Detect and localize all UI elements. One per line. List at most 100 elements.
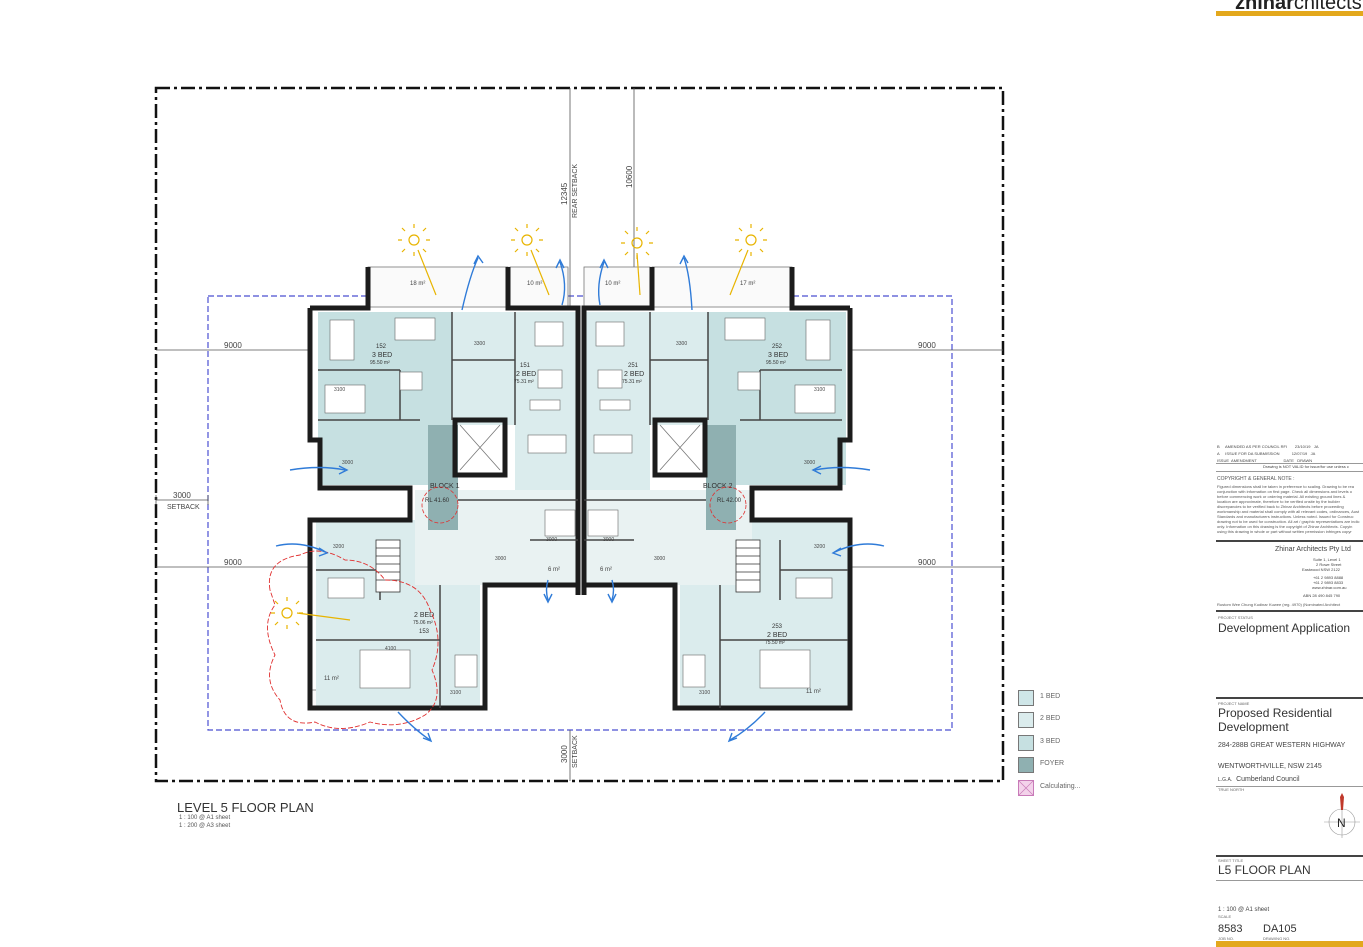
room-dim: 3000	[603, 537, 614, 543]
north-letter: N	[1337, 816, 1346, 830]
room-dim: 3300	[676, 341, 687, 347]
plan-title: LEVEL 5 FLOOR PLAN	[177, 800, 314, 815]
drawing-number: DA105	[1263, 923, 1297, 935]
legend-swatch	[1018, 780, 1034, 796]
copyright-line: conjunction with information on first pa…	[1217, 489, 1352, 494]
lifts	[459, 424, 701, 471]
title-block: zhinarchitects B AMENDED AS PER COUNCIL …	[1213, 0, 1363, 947]
balcony-label: 6 m²	[600, 567, 612, 573]
unit-152-id: 152	[376, 344, 387, 350]
balcony-label: 11 m²	[324, 676, 339, 682]
firm-logo: zhinarchitects	[1235, 0, 1362, 15]
ventilation-arrows	[275, 254, 885, 743]
nominated-architect: Rustom Wee Chung Kudinar Kuwee (reg. 497…	[1217, 602, 1341, 607]
unit-151-area: 75.31 m²	[514, 379, 534, 385]
sheet-title-label: SHEET TITLE	[1218, 858, 1244, 863]
firm-address: Suite 1, Level 1	[1313, 557, 1341, 562]
sun-icon	[511, 224, 550, 296]
unit-253-area: 75.50 m²	[765, 640, 785, 646]
divider	[1216, 471, 1363, 472]
balcony-label: 17 m²	[740, 281, 755, 287]
rev-desc: ISSUE FOR DA SUBMISSION	[1225, 451, 1280, 456]
stairs	[375, 539, 761, 593]
unit-151-id: 151	[520, 363, 531, 369]
room-dim: 3000	[546, 537, 557, 543]
copyright-line: before commencing work or ordering mater…	[1217, 494, 1346, 499]
block-1-name: BLOCK 1	[430, 483, 460, 490]
legend-label: 3 BED	[1040, 738, 1061, 745]
balcony-label: 6 m²	[548, 567, 560, 573]
revision-header: ISSUE AMENDMENT DATE DRAWN	[1217, 458, 1312, 463]
firm-abn: ABN 28 490 845 790	[1303, 593, 1341, 598]
copyright-heading: COPYRIGHT & GENERAL NOTE :	[1217, 476, 1295, 482]
rev-desc: AMENDED AS PER COUNCIL RFI	[1225, 444, 1288, 449]
job-number: 8583	[1218, 923, 1243, 935]
unit-153-id: 153	[419, 629, 430, 635]
copyright-line: Figured dimensions shall be taken in pre…	[1217, 484, 1354, 489]
project-name: Proposed Residential	[1218, 706, 1333, 720]
firm-address: 2 Rowe Street	[1316, 562, 1342, 567]
rev-id: B	[1217, 444, 1220, 449]
unit-152-type: 3 BED	[372, 352, 392, 359]
sun-icon	[729, 224, 767, 296]
sun-icon	[271, 597, 351, 629]
dim-rear-value: 12345	[560, 182, 569, 205]
calculating-cloud	[267, 550, 439, 729]
room-dim: 3100	[814, 387, 825, 393]
project-name: Development	[1218, 720, 1289, 734]
unit-251-type: 2 BED	[624, 371, 644, 378]
unit-152-area: 95.50 m²	[370, 360, 390, 366]
divider	[1216, 540, 1363, 542]
dim-side-setback-value: 3000	[173, 491, 191, 500]
plan-scale-a3: 1 : 200 @ A3 sheet	[179, 823, 231, 829]
balcony-label: 10 m²	[605, 281, 620, 287]
block-1-rl: RL 41.60	[425, 498, 450, 504]
logo-bar	[1216, 11, 1363, 16]
building-walls	[307, 267, 853, 711]
rev-by: JA	[1313, 444, 1319, 449]
copyright-line: location are approximate, therefore to b…	[1217, 499, 1340, 504]
site-address: 284-288B GREAT WESTERN HIGHWAY	[1218, 742, 1346, 749]
balcony-labels: 18 m² 10 m² 10 m² 17 m² 11 m² 11 m² 6 m²…	[324, 281, 821, 695]
unit-251-area: 75.31 m²	[622, 379, 642, 385]
dim-bottom-label: SETBACK	[572, 735, 579, 768]
project-name-label: PROJECT NAME	[1218, 701, 1250, 706]
copyright-line: discrepancies to be verified back to Zhi…	[1217, 504, 1344, 509]
legend-label: 2 BED	[1040, 715, 1061, 722]
job-label: JOB No.	[1218, 936, 1235, 941]
unit-153-area: 75.06 m²	[413, 620, 433, 626]
sun-icon	[621, 227, 653, 296]
project-status-label: PROJECT STATUS	[1218, 615, 1253, 620]
lga-label: L.G.A.	[1218, 777, 1233, 783]
logo-light: chitects	[1293, 0, 1362, 14]
drawing-note: Drawing is NOT VALID for issue/for use u…	[1263, 464, 1349, 469]
copyright-line: using this drawing in whole or part with…	[1217, 529, 1352, 534]
balcony-label: 11 m²	[806, 689, 821, 695]
legend-swatch	[1018, 735, 1034, 751]
dim-rear-label: REAR SETBACK	[572, 164, 579, 218]
legend-label: FOYER	[1040, 760, 1065, 767]
room-dim: 3000	[342, 460, 353, 466]
firm-phone: +61 2 9893 8833	[1313, 580, 1344, 585]
copyright-line: only. Information on this drawing is the…	[1217, 524, 1353, 529]
hatch-icon	[1018, 780, 1034, 796]
balcony-label: 18 m²	[410, 281, 425, 287]
room-dim: 3000	[654, 556, 665, 562]
revision-row: A ISSUE FOR DA SUBMISSION 12/07/19 JA	[1217, 451, 1315, 456]
rev-id: ISSUE	[1217, 458, 1230, 463]
copyright-line: Standards and manufacturers instructions…	[1217, 514, 1354, 519]
rev-date: 23/10/19	[1294, 444, 1311, 449]
firm-phone: +61 2 9893 8888	[1313, 575, 1344, 580]
north-arrow-icon: N	[1324, 793, 1360, 838]
block-2-name: BLOCK 2	[703, 483, 733, 490]
divider	[1216, 697, 1363, 699]
legend-label: 1 BED	[1040, 693, 1061, 700]
divider	[1216, 786, 1363, 787]
sheet-title: L5 FLOOR PLAN	[1218, 863, 1311, 877]
dim-rear-right-value: 10600	[625, 165, 634, 188]
unit-252-id: 252	[772, 344, 783, 350]
room-dim: 4100	[385, 646, 396, 652]
room-dim: 3200	[333, 544, 344, 550]
legend-swatch	[1018, 712, 1034, 728]
balcony-label: 10 m²	[527, 281, 542, 287]
